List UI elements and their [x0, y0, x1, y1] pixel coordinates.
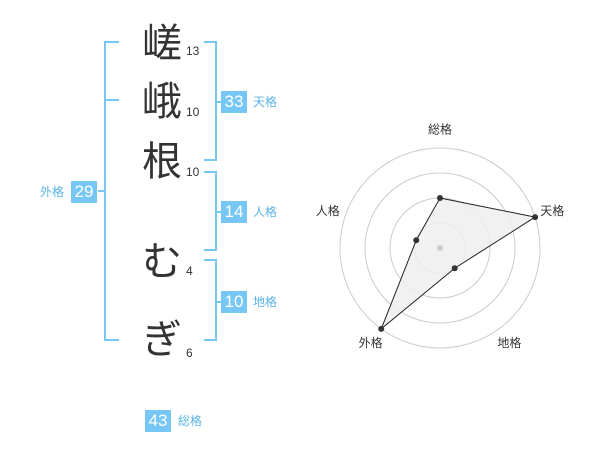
- jinkaku-bracket: [204, 171, 217, 251]
- stroke-count-2: 10: [186, 105, 200, 119]
- radar-ring-4: [339, 147, 541, 349]
- name-char-3: 根: [142, 139, 182, 185]
- radar-point-5: [413, 237, 420, 244]
- radar-axis-label-1: 総格: [428, 122, 452, 137]
- name-char-1: 嵯: [142, 21, 182, 67]
- stroke-count-4: 4: [186, 264, 193, 278]
- radar-point-3: [451, 265, 458, 272]
- gaikaku-label: 外格: [40, 185, 65, 199]
- chikaku-value-badge: 10: [221, 291, 247, 313]
- chikaku-bracket: [204, 259, 217, 341]
- stroke-count-3: 10: [186, 165, 200, 179]
- radar-points: [378, 195, 539, 332]
- chikaku-label: 地格: [253, 295, 278, 309]
- radar-axis-label-2: 天格: [540, 203, 564, 218]
- radar-ring-3: [364, 172, 516, 324]
- radar-axis-label-3: 地格: [497, 335, 521, 350]
- stroke-count-5: 6: [186, 346, 193, 360]
- gaikaku-value-badge: 29: [71, 181, 97, 203]
- stroke-count-1: 13: [186, 44, 200, 58]
- name-char-4: む: [142, 239, 182, 285]
- tenkaku-value-badge: 33: [221, 91, 247, 113]
- name-char-5: ぎ: [142, 317, 182, 363]
- soukaku-value-badge: 43: [145, 410, 171, 432]
- soukaku-label: 総格: [178, 414, 203, 428]
- jinkaku-label: 人格: [253, 205, 278, 219]
- tenkaku-bracket: [204, 41, 217, 161]
- radar-point-1: [437, 195, 443, 201]
- radar-point-2: [532, 214, 539, 221]
- radar-area: [380, 197, 537, 330]
- tenkaku-label: 天格: [253, 95, 278, 109]
- radar-point-4: [378, 325, 385, 332]
- name-char-2: 峨: [142, 79, 182, 125]
- jinkaku-value-badge: 14: [221, 201, 247, 223]
- radar-axis-label-5: 人格: [316, 203, 340, 218]
- radar-center-dot: [437, 245, 443, 251]
- radar-axis-label-4: 外格: [359, 335, 383, 350]
- gaikaku-bracket: [104, 41, 119, 341]
